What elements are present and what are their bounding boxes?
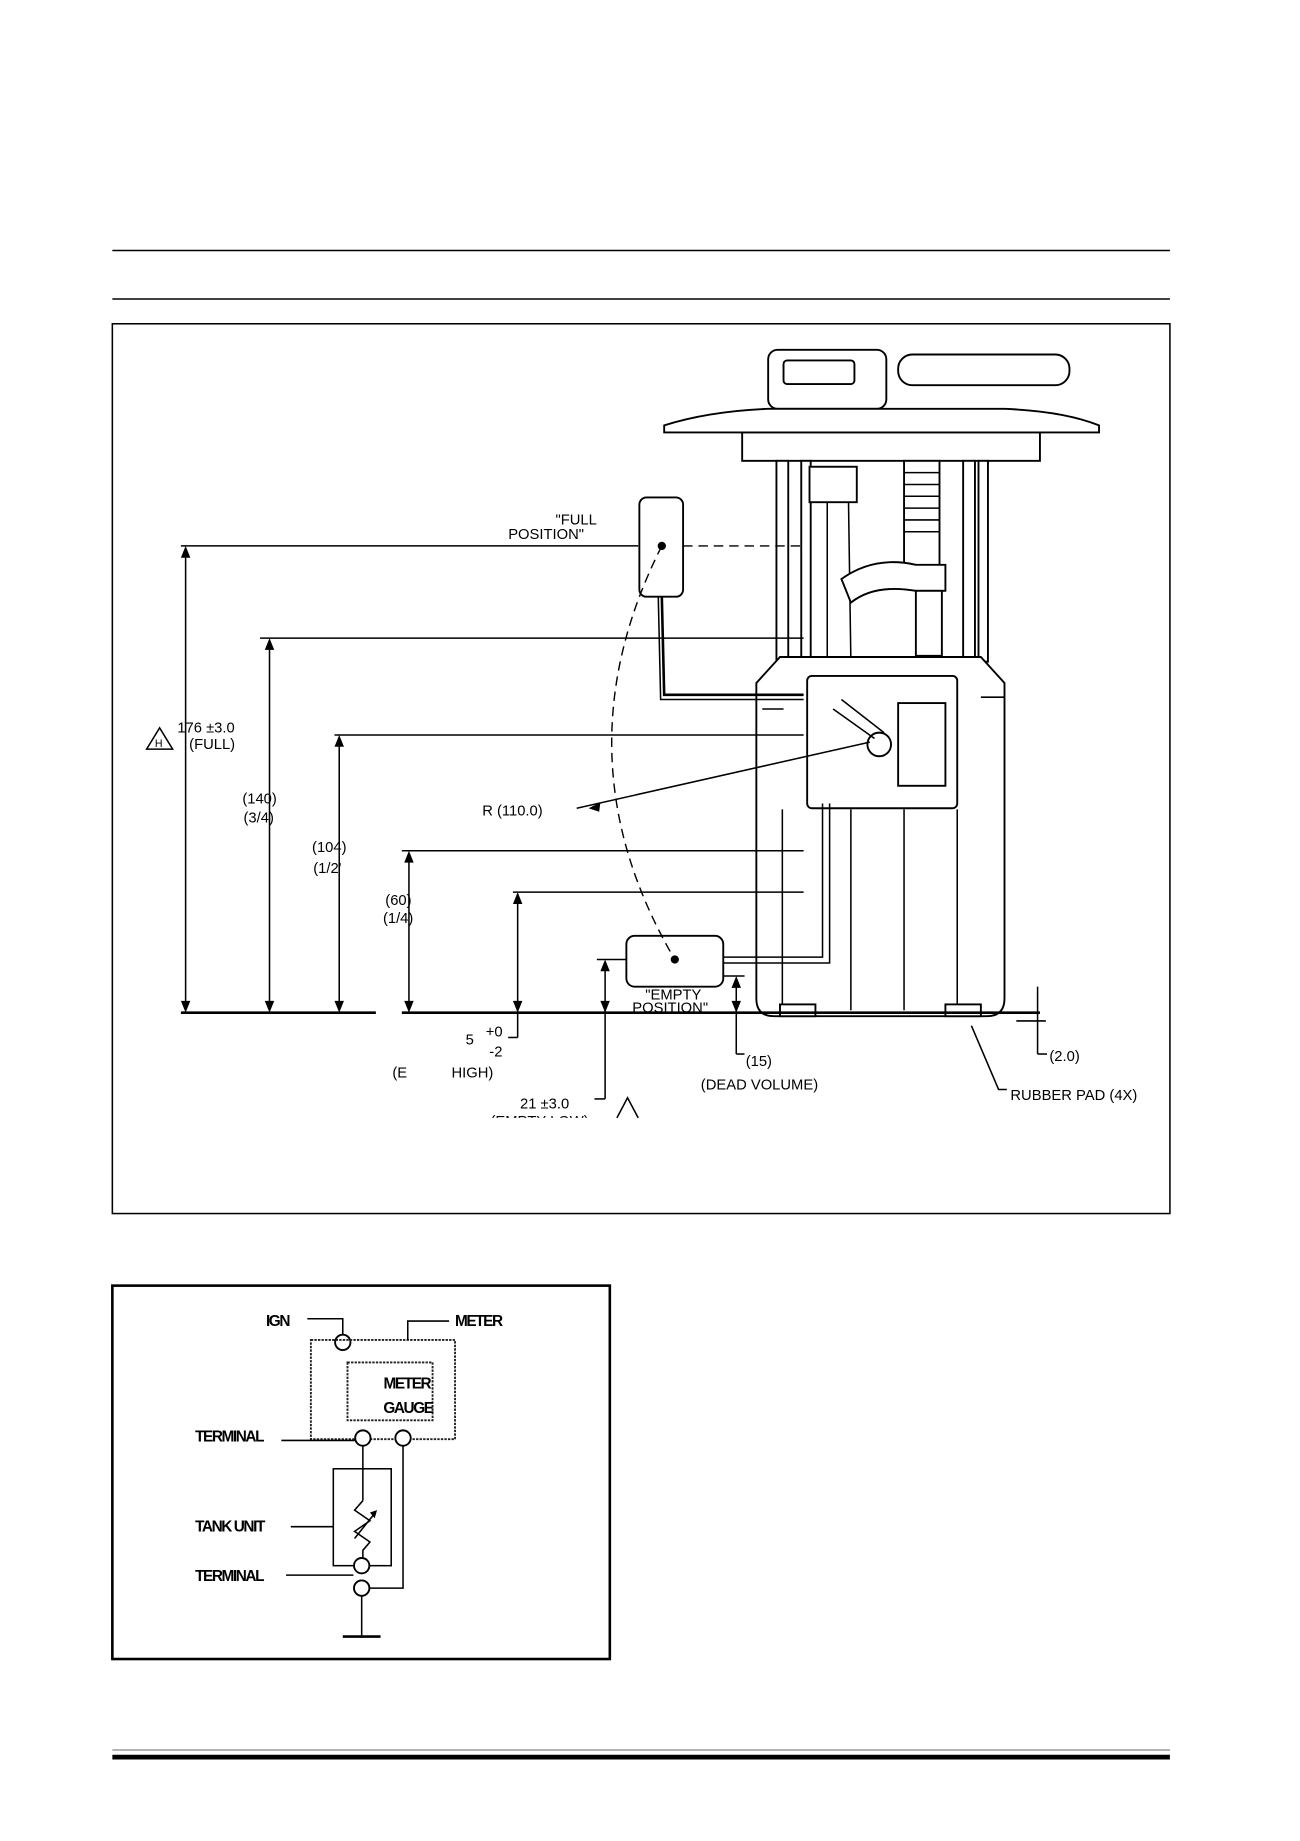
terminal-circle [353,1579,371,1597]
dim-1-4-label: (1/4) [383,911,413,927]
empty-high-plus: +0 [486,1024,503,1040]
dim-full-value: 176 ±3.0 [177,721,234,737]
dim-1-2-value: (104) [312,840,346,856]
empty-low-value: 21 ±3.0 [520,1096,569,1112]
empty-high-minus: -2 [489,1044,502,1060]
terminal-circle [354,1429,372,1447]
terminal-bottom-label: TERMINAL [195,1568,264,1585]
hose [903,459,941,569]
dimension-lines [180,545,1048,1100]
empty-high-label-start: (E [392,1066,407,1082]
terminal-top-label: TERMINAL [195,1429,264,1446]
empty-position-label-2: POSITION" [632,1001,708,1017]
empty-high-label-end: HIGH) [451,1066,493,1082]
full-position-label-2: POSITION" [508,527,584,543]
meter-gauge-label-1: METER [384,1375,432,1392]
ign-label: IGN [266,1313,290,1330]
empty-low-label: (EMPTY LOW) [490,1114,588,1130]
fuel-pump-module [663,348,1100,1018]
float-swing-arc [611,545,676,960]
meter-housing [309,1339,456,1441]
dim-3-4-value: (140) [242,792,276,808]
terminal-circle [353,1557,371,1575]
empty-low-clip: (EMPTY LOW) [490,1114,588,1130]
fuel-line-fitting [897,353,1071,387]
dead-volume-label: (DEAD VOLUME) [701,1077,818,1093]
fuel-pump-dimension-figure: "FULL POSITION" H 176 ±3.0 (FULL) (140) … [111,323,1171,1215]
full-position-label: "FULL [555,513,596,529]
meter-gauge-label-2: GAUGE [383,1400,433,1417]
triangle-h-icon: H [145,726,174,750]
triangle-h-icon [616,1096,639,1119]
dim-1-2-label: (1/2' [313,861,341,877]
svg-text:H: H [155,738,163,750]
terminal-circle [394,1429,412,1447]
wire-harness [840,561,947,605]
radius-label: R (110.0) [482,803,542,819]
empty-high-partial-value: 5 [466,1033,474,1049]
dim-1-4-value: (60) [385,893,411,909]
dim-full-label: (FULL) [189,737,235,753]
tank-unit-label: TANK UNIT [195,1518,266,1535]
dim-3-4-label: (3/4) [244,810,274,826]
fuel-gauge-circuit-figure: IGN METER METER GAUGE TERMINAL TANK UNIT… [111,1284,612,1661]
circuit-frame [111,1284,612,1661]
rubber-pad-label: RUBBER PAD (4X) [1010,1088,1137,1104]
figure-frame [111,323,1171,1215]
meter-label: METER [455,1313,503,1330]
variable-resistor-icon [353,1500,372,1559]
flange [663,407,1100,434]
meter-gauge-box [346,1361,434,1422]
empty-position-label: "EMPTY [645,988,701,1004]
pad-gap-label: (2.0) [1049,1049,1079,1065]
dead-volume-value: (15) [746,1054,772,1070]
